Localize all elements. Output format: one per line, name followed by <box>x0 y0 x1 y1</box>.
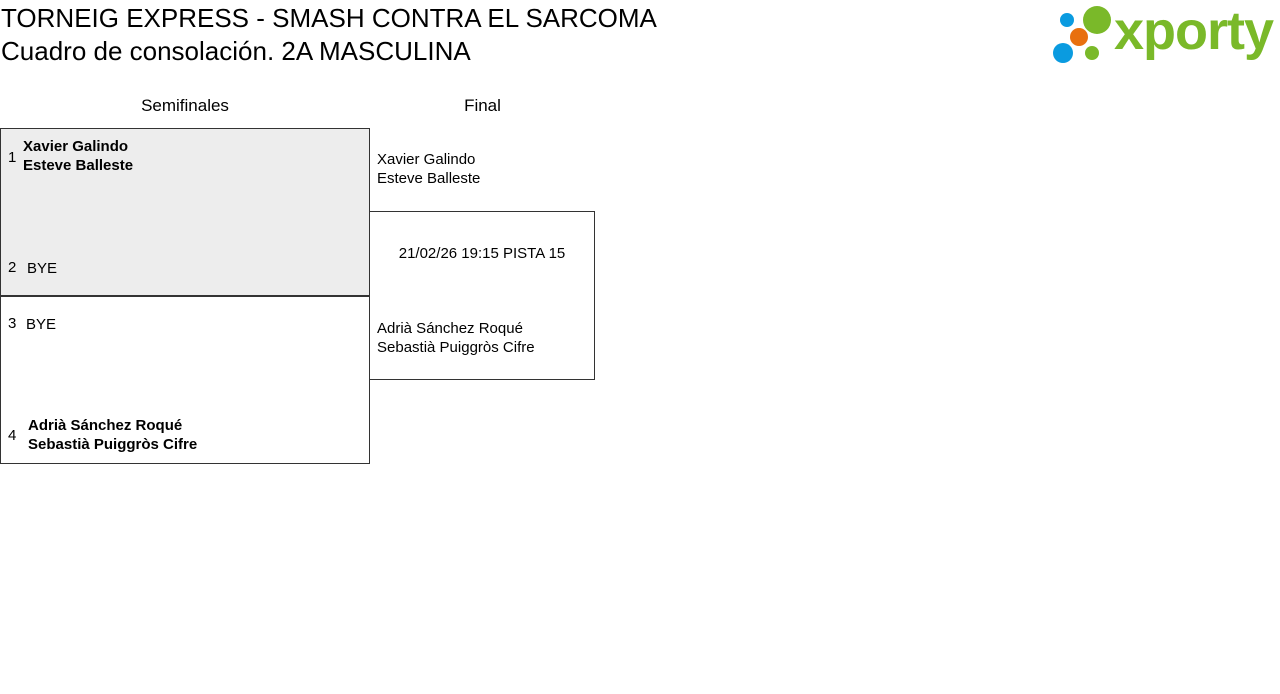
round-header-semifinales: Semifinales <box>141 96 229 115</box>
semifinal-match-1[interactable]: 1 Xavier Galindo Esteve Balleste 2 BYE <box>0 128 370 297</box>
team-3: BYE <box>26 316 57 333</box>
final-team-bottom: Adrià Sánchez Roqué Sebastià Puiggròs Ci… <box>377 319 535 357</box>
round-header-final: Final <box>464 96 501 115</box>
player-name: Adrià Sánchez Roqué <box>377 320 523 337</box>
seed-number: 1 <box>8 149 17 166</box>
match-schedule: 21/02/26 19:15 PISTA 15 <box>398 245 566 262</box>
player-name: Xavier Galindo <box>23 138 129 155</box>
team-4: Adrià Sánchez Roqué Sebastià Puiggròs Ci… <box>28 416 197 454</box>
player-name: Xavier Galindo <box>377 151 476 168</box>
draw-subtitle: Cuadro de consolación. 2A MASCULINA <box>1 36 471 66</box>
player-name: Adrià Sánchez Roqué <box>28 417 183 434</box>
logo-dots-icon <box>1053 6 1111 63</box>
seed-number: 4 <box>8 427 17 444</box>
player-name: Sebastià Puiggròs Cifre <box>377 339 535 356</box>
team-2: BYE <box>27 260 58 277</box>
semifinal-match-2[interactable]: 3 BYE 4 Adrià Sánchez Roqué Sebastià Pui… <box>0 295 370 464</box>
final-match[interactable]: 21/02/26 19:15 PISTA 15 Adrià Sánchez Ro… <box>369 211 595 380</box>
final-team-top: Xavier Galindo Esteve Balleste <box>377 150 480 188</box>
seed-number: 3 <box>8 315 17 332</box>
tournament-title: TORNEIG EXPRESS - SMASH CONTRA EL SARCOM… <box>1 3 657 33</box>
seed-number: 2 <box>8 259 17 276</box>
team-1: Xavier Galindo Esteve Balleste <box>23 137 133 175</box>
logo-text: xporty <box>1114 1 1274 61</box>
player-name: Esteve Balleste <box>23 157 134 174</box>
xporty-logo[interactable]: xporty <box>1050 1 1278 68</box>
player-name: Esteve Balleste <box>377 170 481 187</box>
player-name: Sebastià Puiggròs Cifre <box>28 436 198 453</box>
